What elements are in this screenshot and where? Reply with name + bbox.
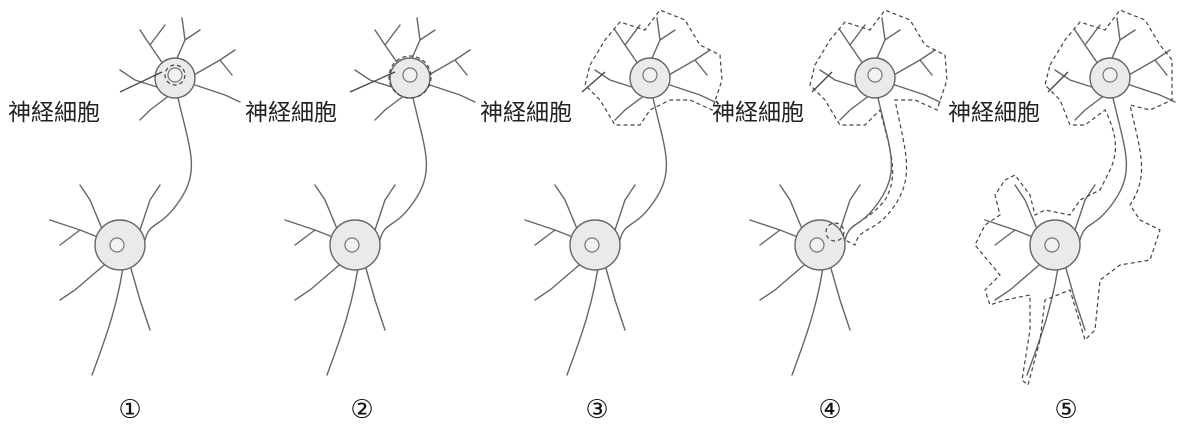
lower-neuron	[525, 185, 635, 375]
label-leader	[812, 72, 832, 92]
panel-5: 神経細胞 ⑤	[948, 10, 1175, 425]
upper-neuron	[1055, 18, 1175, 240]
upper-neuron	[355, 18, 475, 240]
dashed-outline	[975, 10, 1172, 385]
panel-1: 神経細胞 ①	[8, 18, 240, 425]
label-leader	[1048, 72, 1068, 92]
panel-2: 神経細胞 ②	[245, 18, 475, 425]
upper-neuron	[810, 10, 947, 245]
panel-number: ④	[818, 395, 841, 425]
panel-number: ⑤	[1054, 395, 1077, 425]
neuron-label: 神経細胞	[948, 100, 1040, 126]
upper-neuron	[120, 18, 240, 240]
panel-4: 神経細胞 ④	[712, 10, 947, 425]
upper-neuron	[585, 10, 722, 240]
lower-neuron	[50, 185, 160, 375]
panel-number: ①	[118, 395, 141, 425]
panel-number: ②	[350, 395, 373, 425]
lower-neuron	[285, 185, 395, 375]
lower-neuron	[750, 185, 860, 375]
neuron-label: 神経細胞	[480, 100, 572, 126]
panel-3: 神経細胞 ③	[480, 10, 722, 425]
lower-neuron	[985, 185, 1095, 375]
neuron-label: 神経細胞	[712, 100, 804, 126]
neuron-label: 神経細胞	[245, 100, 337, 126]
label-leader	[350, 72, 395, 92]
neuron-label: 神経細胞	[8, 100, 100, 126]
panel-number: ③	[585, 395, 608, 425]
